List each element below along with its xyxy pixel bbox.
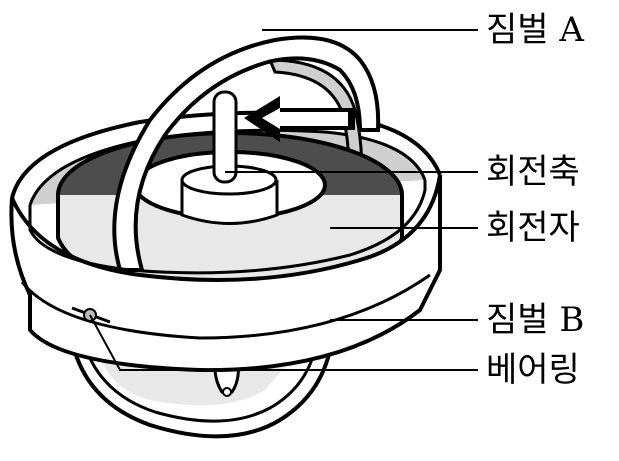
label-rotor: 회전자: [486, 208, 580, 248]
leader-bearing: [89, 314, 478, 371]
label-bearing: 베어링: [486, 350, 580, 390]
label-gimbal-b: 짐벌 B: [486, 300, 585, 340]
leader-lines: [89, 29, 478, 371]
gimbal-a: [112, 35, 381, 272]
label-spin-axis: 회전축: [486, 152, 580, 192]
label-gimbal-a: 짐벌 A: [486, 10, 584, 50]
direction-arrow-icon: [244, 96, 355, 142]
spin-axis-hub: [180, 90, 279, 225]
